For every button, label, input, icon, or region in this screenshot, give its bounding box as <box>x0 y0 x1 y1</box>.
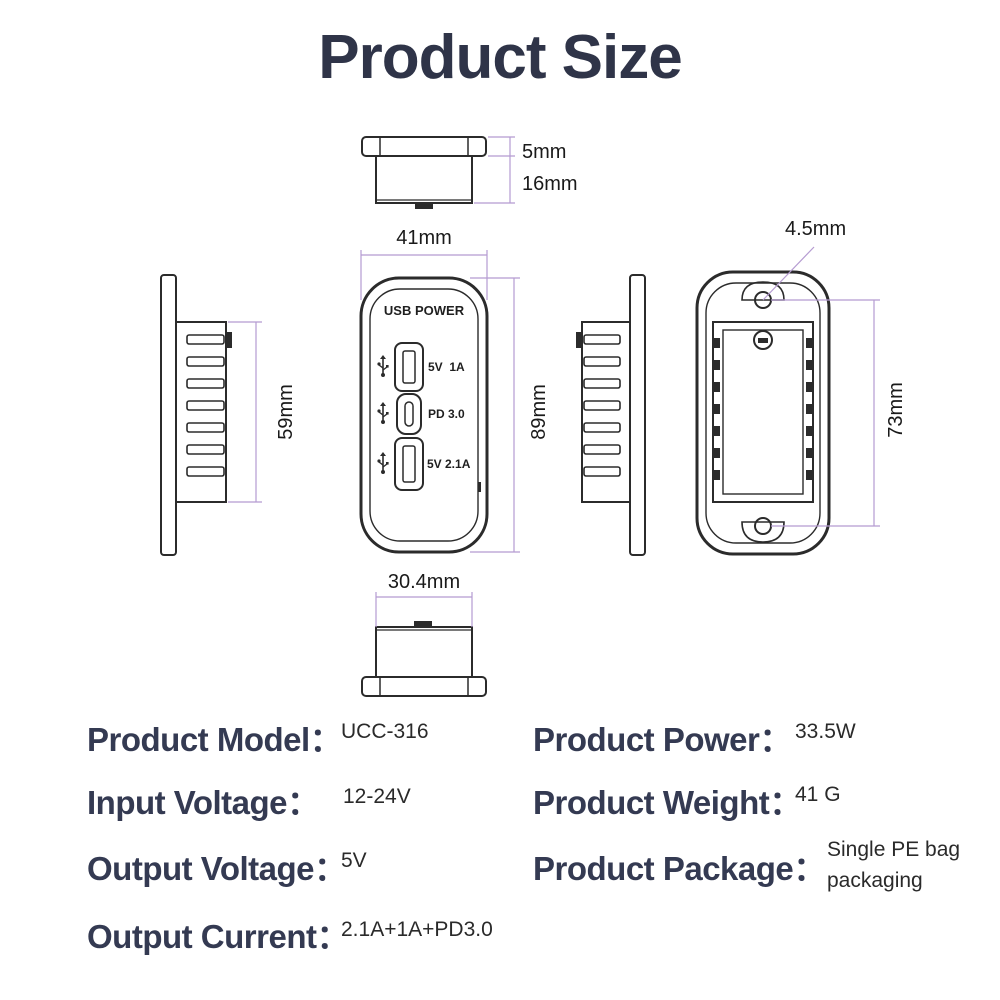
usb-a-port <box>394 437 424 491</box>
side-height-dimension <box>228 321 262 503</box>
top-depth-label: 16mm <box>522 173 578 195</box>
usb-c-port <box>396 393 422 435</box>
spec-weight-label: Product Weight： <box>533 784 802 821</box>
spec-output-voltage-label: Output Voltage： <box>87 850 347 887</box>
page-title: Product Size <box>318 23 683 92</box>
hole-spacing-label: 73mm <box>885 382 907 438</box>
width-label: 41mm <box>396 227 452 249</box>
spec-package-label: Product Package： <box>533 850 826 887</box>
spec-input-value: 12-24V <box>343 785 411 808</box>
spec-power-label: Product Power： <box>533 721 792 758</box>
spec-model-value: UCC-316 <box>341 720 429 743</box>
port-label-1: 5V 1A <box>428 360 465 374</box>
spec-weight-value: 41 G <box>795 783 841 806</box>
right-side-view <box>576 274 646 556</box>
spec-package-value: Single PE bag packaging <box>827 838 961 892</box>
front-view: USB POWER 5V 1A PD 3.0 5V 2.1A <box>359 276 489 554</box>
spec-model-label: Product Model： <box>87 721 343 758</box>
top-thickness-label: 5mm <box>522 141 566 163</box>
top-dimension-lines <box>474 136 515 204</box>
side-height-label: 59mm <box>275 384 297 440</box>
body-width-label: 30.4mm <box>388 571 460 593</box>
spec-power-value: 33.5W <box>795 720 856 743</box>
spec-output-voltage-value: 5V <box>341 849 367 872</box>
bottom-view <box>361 621 487 697</box>
left-side-view <box>160 274 232 556</box>
top-view <box>361 136 487 209</box>
bottom-dimension-lines <box>375 592 473 627</box>
front-dimension-lines <box>360 250 520 553</box>
front-height-label: 89mm <box>528 384 550 440</box>
hole-diameter-label: 4.5mm <box>785 218 846 240</box>
port-label-2: PD 3.0 <box>428 407 465 421</box>
back-view <box>695 270 831 556</box>
back-dimension-lines <box>762 246 880 527</box>
spec-output-current-value: 2.1A+1A+PD3.0 <box>341 918 493 941</box>
spec-output-current-label: Output Current： <box>87 918 349 955</box>
device-brand-label: USB POWER <box>384 303 465 318</box>
usb-a-port <box>394 342 424 392</box>
spec-input-label: Input Voltage： <box>87 784 320 821</box>
port-label-3: 5V 2.1A <box>427 457 471 471</box>
